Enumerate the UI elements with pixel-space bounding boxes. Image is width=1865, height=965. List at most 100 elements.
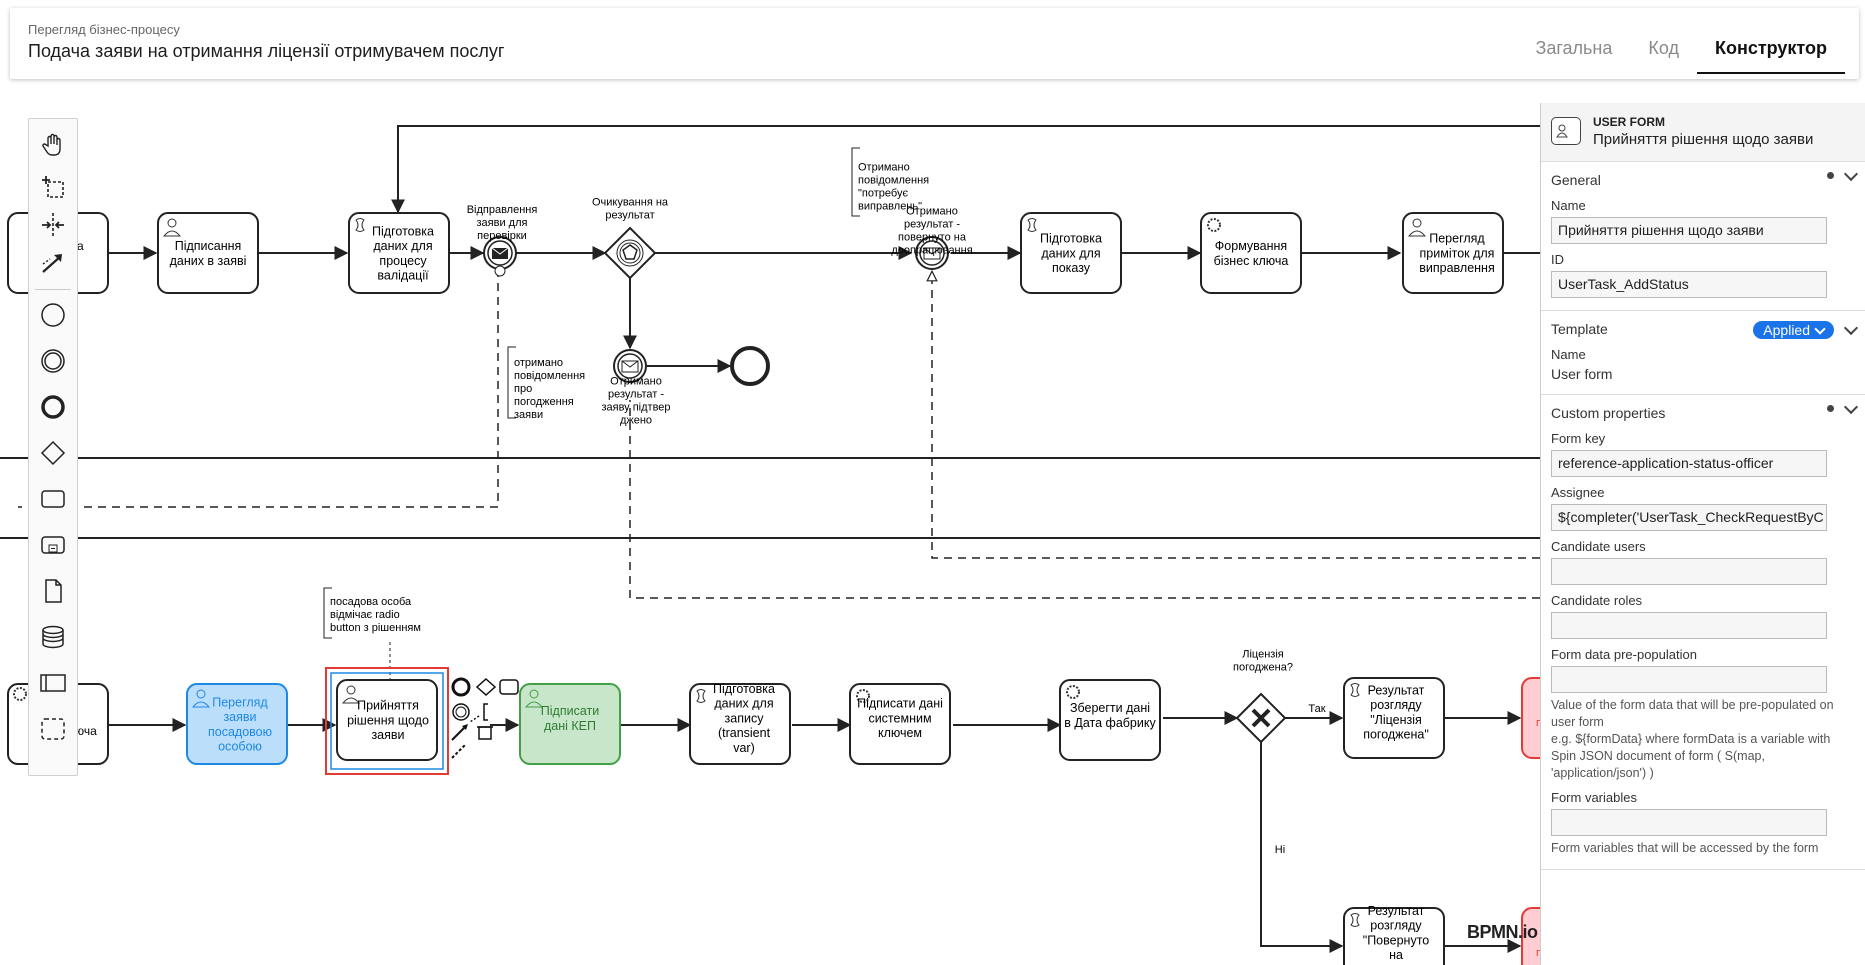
candidate-users-field[interactable] — [1551, 558, 1827, 585]
section-custom-properties: Custom properties Form key reference-app… — [1541, 395, 1865, 870]
changed-dot-icon — [1827, 172, 1834, 179]
tab-code[interactable]: Код — [1648, 38, 1679, 58]
id-field[interactable]: UserTask_AddStatus — [1551, 271, 1827, 298]
task-result-return[interactable]: Результатрозгляду"Повернутонадоопрацюван… — [1343, 904, 1445, 965]
assignee-label: Assignee — [1551, 485, 1605, 500]
gateway-icon[interactable] — [33, 435, 73, 471]
section-template-title[interactable]: Template — [1551, 321, 1608, 337]
chevron-down-icon — [1814, 322, 1826, 335]
user-form-icon — [1551, 117, 1581, 145]
space-tool-icon[interactable] — [33, 207, 73, 243]
data-store-icon[interactable] — [33, 619, 73, 655]
pool-icon[interactable] — [33, 665, 73, 701]
tool-palette — [28, 118, 78, 776]
changed-dot-icon — [1827, 405, 1834, 412]
page-header: Перегляд бізнес-процесу Подача заяви на … — [10, 8, 1859, 79]
intermediate-event-icon[interactable] — [33, 343, 73, 379]
start-event-icon[interactable] — [33, 297, 73, 333]
view-tabs: Загальна Код Конструктор — [1517, 28, 1845, 74]
form-variables-field[interactable] — [1551, 809, 1827, 836]
assignee-field[interactable]: ${completer('UserTask_CheckRequestByC — [1551, 504, 1827, 531]
message-flow[interactable] — [932, 276, 1540, 559]
element-name: Прийняття рішення щодо заяви — [1593, 131, 1814, 148]
sequence-flow[interactable] — [391, 125, 1540, 214]
candidate-roles-field[interactable] — [1551, 612, 1827, 639]
section-custom-title[interactable]: Custom properties — [1551, 405, 1666, 421]
end-event-icon[interactable] — [33, 389, 73, 425]
prepopulation-field[interactable] — [1551, 666, 1827, 693]
flow-label-no: Ні — [1275, 844, 1285, 856]
end-event[interactable] — [730, 346, 770, 386]
candidate-roles-label: Candidate roles — [1551, 593, 1643, 608]
name-field[interactable]: Прийняття рішення щодо заяви — [1551, 217, 1827, 244]
task-partial-right-1[interactable]: по — [1521, 677, 1540, 759]
lasso-tool-icon[interactable] — [33, 169, 73, 205]
message-flow[interactable] — [629, 400, 1540, 599]
chevron-down-icon[interactable] — [1843, 399, 1859, 414]
task-partial-right-2[interactable]: по — [1521, 907, 1540, 965]
task-icon[interactable] — [33, 481, 73, 517]
tab-constructor[interactable]: Конструктор — [1696, 28, 1845, 74]
prepopulation-label: Form data pre-population — [1551, 647, 1697, 662]
applied-badge[interactable]: Applied — [1753, 321, 1834, 339]
tab-general[interactable]: Загальна — [1535, 38, 1613, 58]
bpmn-io-watermark[interactable]: BPMN.io — [1467, 922, 1538, 942]
group-icon[interactable] — [33, 711, 73, 747]
name-label: Name — [1551, 198, 1586, 213]
chevron-down-icon[interactable] — [1843, 320, 1859, 336]
flow-label-yes: Так — [1308, 703, 1325, 715]
sequence-flow[interactable] — [1260, 742, 1344, 953]
template-name-label: Name — [1551, 347, 1586, 362]
form-key-field[interactable]: reference-application-status-officer — [1551, 450, 1827, 477]
data-object-icon[interactable] — [33, 573, 73, 609]
prepopulation-hint: Value of the form data that will be pre-… — [1551, 698, 1834, 729]
element-type: USER FORM — [1593, 115, 1665, 129]
connect-tool-icon[interactable] — [33, 245, 73, 281]
chevron-down-icon[interactable] — [1843, 166, 1859, 181]
task-label: Результатрозгляду"Повернутонадоопрацюван… — [1348, 904, 1445, 965]
subprocess-icon[interactable] — [33, 527, 73, 563]
svg-text:по: по — [1536, 717, 1540, 729]
hand-tool-icon[interactable] — [33, 127, 73, 163]
section-template: Template Applied Name User form — [1541, 311, 1865, 395]
context-pad[interactable] — [451, 677, 519, 759]
form-variables-label: Form variables — [1551, 790, 1637, 805]
section-general-title[interactable]: General — [1551, 172, 1601, 188]
page-subtitle: Перегляд бізнес-процесу — [28, 22, 180, 37]
message-flow[interactable] — [18, 269, 499, 508]
